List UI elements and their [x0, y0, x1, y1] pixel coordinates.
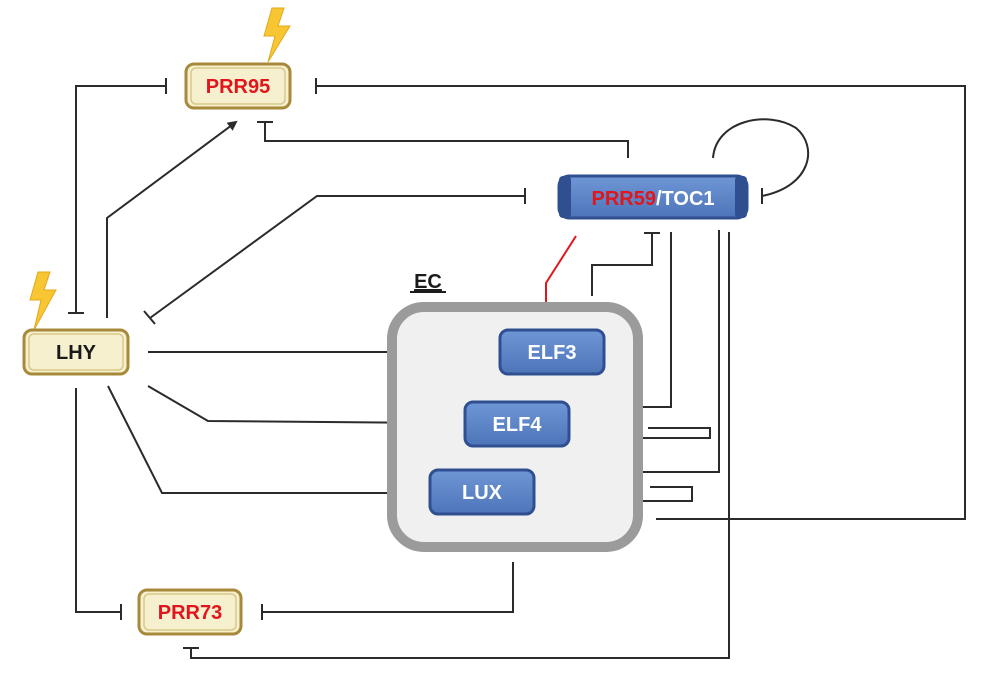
lhy-label: LHY: [56, 342, 97, 364]
prr59-toc1-node: PRR59/TOC1: [557, 174, 749, 220]
lux-label: LUX: [462, 482, 503, 504]
elf3-node: ELF3: [498, 328, 606, 376]
prr95-label: PRR95: [206, 76, 270, 98]
prr73-node: PRR73: [137, 588, 243, 636]
prr59-label: PRR59: [591, 188, 655, 210]
prr95-node: PRR95: [184, 62, 292, 110]
edge-lhy-inhibits-lux: [107, 385, 419, 501]
edge-toc1-self-inhibition: [712, 118, 810, 204]
lhy-node: LHY: [22, 328, 130, 376]
edge-ec-inhibits-prr73: [261, 562, 514, 620]
toc1-label: TOC1: [662, 188, 715, 210]
edge-lhy-inhibits-prr73: [75, 388, 122, 620]
slash-label: /: [656, 188, 662, 210]
elf3-label: ELF3: [528, 342, 577, 364]
edge-toc1-inhibits-lhy: [143, 188, 526, 325]
lightning-bolt-icon: [29, 271, 57, 331]
prr73-label: PRR73: [158, 602, 222, 624]
edge-toc1-inhibits-prr95: [257, 121, 629, 158]
edge-ec-inhibits-prr95: [315, 78, 966, 520]
elf4-node: ELF4: [463, 400, 571, 448]
edge-lhy-inhibits-prr95: [68, 78, 167, 314]
svg-text:PRR59/TOC1: PRR59/TOC1: [591, 188, 714, 210]
edge-ec-inhibits-toc1: [591, 232, 660, 296]
elf4-label: ELF4: [493, 414, 543, 436]
lux-node: LUX: [428, 468, 536, 516]
lightning-bolt-icon: [263, 7, 291, 63]
edge-lhy-activates-prr95: [106, 120, 238, 318]
ec-label: EC: [414, 271, 442, 293]
edge-toc1-inhibits-prr73: [183, 232, 730, 659]
